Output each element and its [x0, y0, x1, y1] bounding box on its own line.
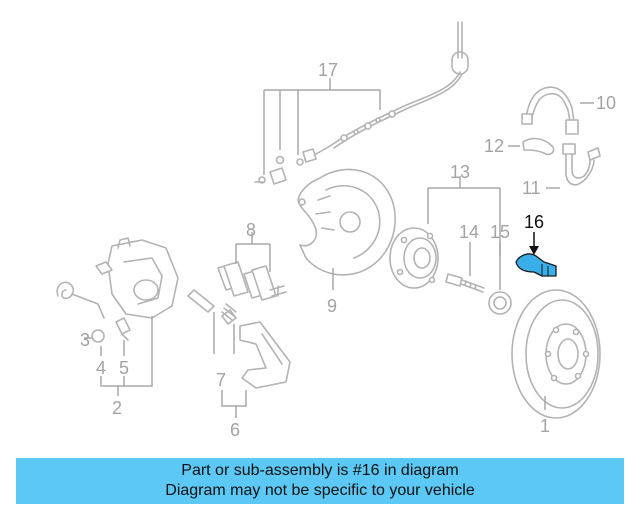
callout-5: 5 — [119, 358, 129, 378]
callout-7: 7 — [216, 370, 226, 390]
caliper-bracket — [239, 321, 291, 389]
brake-line — [562, 143, 601, 186]
callout-8-leaders — [235, 232, 271, 272]
caliper-spring-and-bleeder — [56, 281, 131, 343]
callout-2: 2 — [112, 398, 122, 418]
hose-clip — [522, 137, 555, 156]
callout-4: 4 — [96, 358, 106, 378]
wheel-hub — [389, 227, 439, 289]
dust-cap — [488, 291, 512, 315]
speed-sensor-highlighted — [515, 253, 557, 277]
callout-14: 14 — [459, 222, 479, 242]
callout-17-leaders — [263, 78, 381, 175]
callout-9: 9 — [327, 296, 337, 316]
callout-2-leaders — [100, 316, 153, 396]
guide-pins — [187, 289, 237, 325]
callout-10: 10 — [596, 93, 616, 113]
banner-line-1: Part or sub-assembly is #16 in diagram — [181, 462, 459, 479]
callout-15: 15 — [490, 222, 510, 242]
callout-13-leaders — [427, 176, 501, 256]
brake-pads — [217, 261, 287, 301]
info-banner: Part or sub-assembly is #16 in diagram D… — [16, 458, 624, 504]
abs-sensor-harness — [254, 21, 469, 185]
callout-1: 1 — [540, 416, 550, 436]
callout-17: 17 — [318, 60, 338, 80]
callout-16: 16 — [524, 212, 544, 232]
callout-16-arrowhead — [529, 246, 539, 255]
callout-11: 11 — [522, 178, 541, 198]
callout-7-leaders — [213, 312, 235, 354]
splash-shield — [297, 168, 396, 276]
callout-3: 3 — [80, 330, 90, 350]
callout-6: 6 — [230, 420, 240, 440]
brake-hose — [521, 86, 579, 135]
callout-6-leaders — [221, 390, 247, 418]
hub-bolt — [445, 273, 485, 293]
callout-13: 13 — [450, 162, 470, 182]
callout-12: 12 — [484, 136, 504, 156]
brake-rotor — [511, 289, 601, 419]
banner-line-2: Diagram may not be specific to your vehi… — [165, 482, 475, 499]
callout-8: 8 — [246, 220, 256, 240]
brake-caliper — [95, 237, 179, 319]
